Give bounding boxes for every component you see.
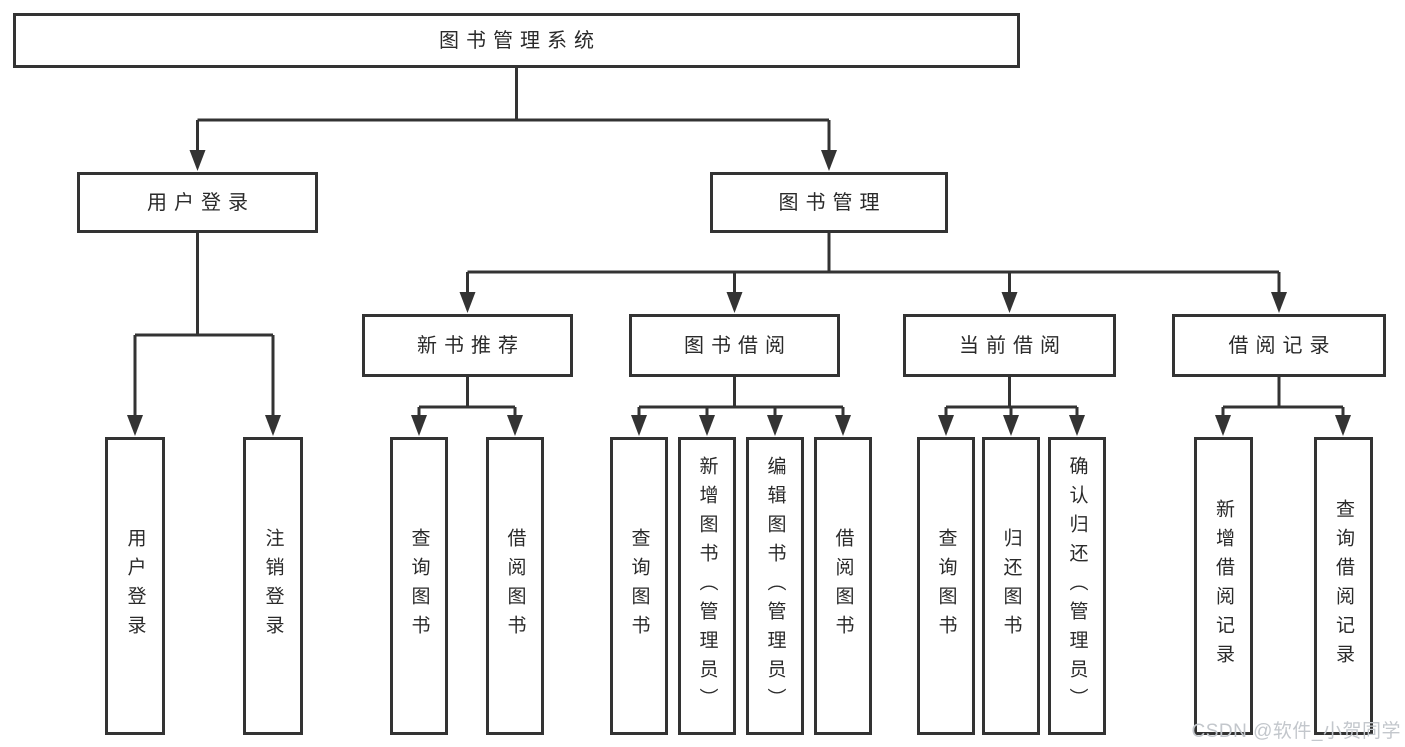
connector-path xyxy=(466,233,1281,295)
connector-path xyxy=(637,377,845,418)
node-label: 查询图书 xyxy=(628,528,650,644)
node-label: 图书管理 xyxy=(778,191,887,214)
arrowhead xyxy=(938,415,954,436)
node-label: 借阅图书 xyxy=(832,528,854,644)
leaf-borrow-books-recommend: 借阅图书 xyxy=(486,437,544,735)
leaf-add-book-admin: 新增图书（管理员） xyxy=(678,437,736,735)
connector-path xyxy=(133,233,275,418)
leaf-logout: 注销登录 xyxy=(243,437,303,735)
node-label: 查询图书 xyxy=(408,528,430,644)
arrowhead xyxy=(1069,415,1085,436)
arrowhead xyxy=(459,292,476,313)
node-label: 当前借阅 xyxy=(959,334,1067,357)
node-label: 注销登录 xyxy=(262,528,284,644)
arrowhead xyxy=(1001,292,1018,313)
arrowhead xyxy=(699,415,715,436)
connector-path xyxy=(196,68,831,153)
leaf-query-borrow-record: 查询借阅记录 xyxy=(1314,437,1373,735)
arrowhead xyxy=(1003,415,1019,436)
leaf-query-books-recommend: 查询图书 xyxy=(390,437,448,735)
leaf-add-borrow-record: 新增借阅记录 xyxy=(1194,437,1253,735)
leaf-return-books: 归还图书 xyxy=(982,437,1040,735)
leaf-query-books-borrow: 查询图书 xyxy=(610,437,668,735)
arrowhead xyxy=(726,292,743,313)
arrowhead xyxy=(767,415,783,436)
node-label: 借阅图书 xyxy=(504,528,526,644)
node-label: 查询借阅记录 xyxy=(1333,499,1354,673)
csdn-watermark: CSDN @软件_小贺同学 xyxy=(1191,721,1401,742)
arrowhead xyxy=(1335,415,1351,436)
arrowhead xyxy=(835,415,851,436)
leaf-query-books-current: 查询图书 xyxy=(917,437,975,735)
arrowhead xyxy=(127,415,143,436)
node-label: 借阅记录 xyxy=(1228,334,1337,357)
node-label: 确认归还（管理员） xyxy=(1066,455,1088,717)
node-label: 归还图书 xyxy=(1000,528,1022,644)
node-label: 查询图书 xyxy=(935,528,957,644)
connector-path xyxy=(944,377,1079,418)
node-label: 用户登录 xyxy=(124,528,146,644)
connector-path xyxy=(1221,377,1345,418)
arrowhead xyxy=(189,150,206,171)
node-library-management-system: 图书管理系统 xyxy=(13,13,1020,68)
arrowhead xyxy=(265,415,281,436)
leaf-borrow-books: 借阅图书 xyxy=(814,437,872,735)
node-label: 图书借阅 xyxy=(684,334,792,357)
node-book-borrow: 图书借阅 xyxy=(629,314,840,377)
node-book-management: 图书管理 xyxy=(710,172,948,233)
connector-path xyxy=(417,377,517,418)
node-new-book-recommend: 新书推荐 xyxy=(362,314,573,377)
node-label: 新增图书（管理员） xyxy=(696,455,718,717)
leaf-edit-book-admin: 编辑图书（管理员） xyxy=(746,437,804,735)
node-label: 图书管理系统 xyxy=(439,29,601,52)
arrowhead xyxy=(1215,415,1231,436)
arrowhead xyxy=(631,415,647,436)
node-label: 新书推荐 xyxy=(417,334,525,357)
node-borrow-records: 借阅记录 xyxy=(1172,314,1386,377)
arrowhead xyxy=(507,415,523,436)
node-label: 编辑图书（管理员） xyxy=(764,455,786,717)
node-current-borrow: 当前借阅 xyxy=(903,314,1116,377)
arrowhead xyxy=(821,150,837,171)
node-user-login: 用户登录 xyxy=(77,172,318,233)
node-label: 用户登录 xyxy=(147,191,255,214)
node-label: 新增借阅记录 xyxy=(1213,499,1234,673)
leaf-user-login: 用户登录 xyxy=(105,437,165,735)
arrowhead xyxy=(1271,292,1287,313)
arrowhead xyxy=(411,415,427,436)
leaf-confirm-return-admin: 确认归还（管理员） xyxy=(1048,437,1106,735)
